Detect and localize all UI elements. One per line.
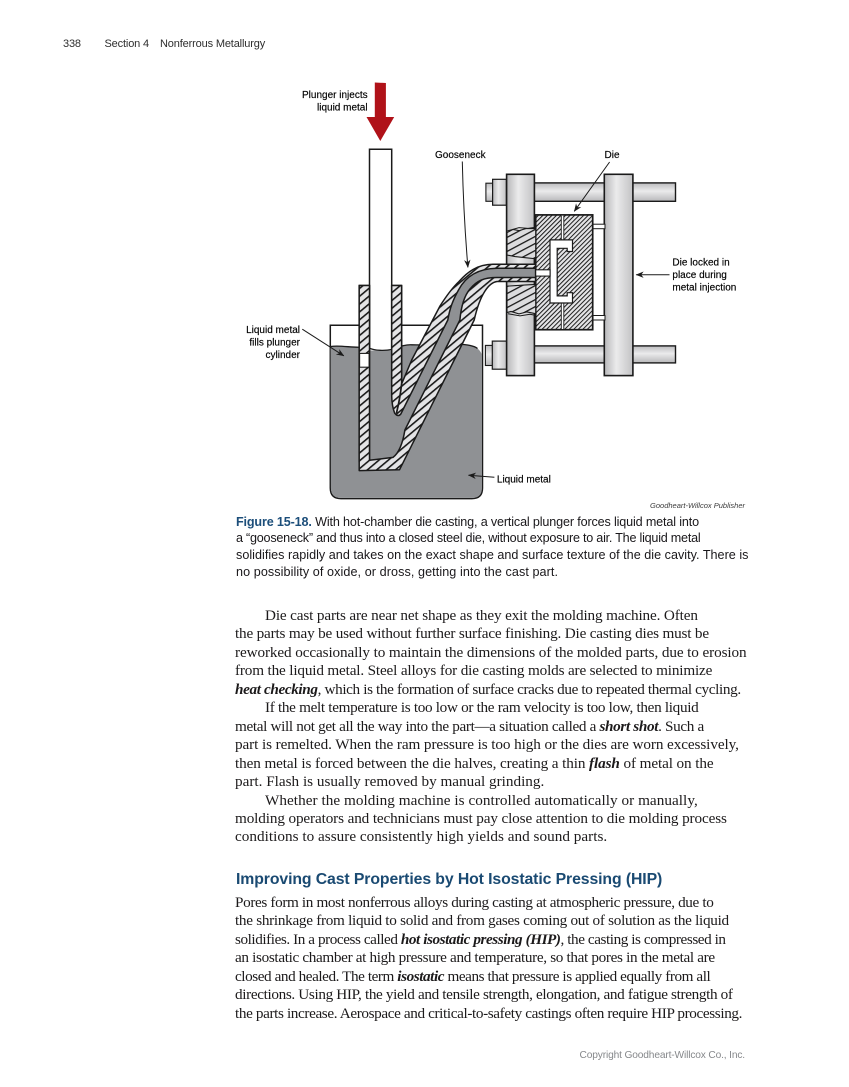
svg-text:cylinder: cylinder [266,350,301,361]
svg-text:Liquid metal: Liquid metal [246,325,300,336]
svg-text:place during: place during [672,270,726,281]
svg-text:liquid metal: liquid metal [317,103,368,114]
svg-text:Gooseneck: Gooseneck [435,150,487,161]
svg-text:Plunger injects: Plunger injects [302,90,368,101]
svg-text:fills plunger: fills plunger [249,337,300,348]
svg-text:Liquid metal: Liquid metal [497,474,551,485]
svg-text:metal injection: metal injection [672,282,736,293]
svg-text:Die locked in: Die locked in [672,258,729,269]
svg-text:Die: Die [605,150,620,161]
